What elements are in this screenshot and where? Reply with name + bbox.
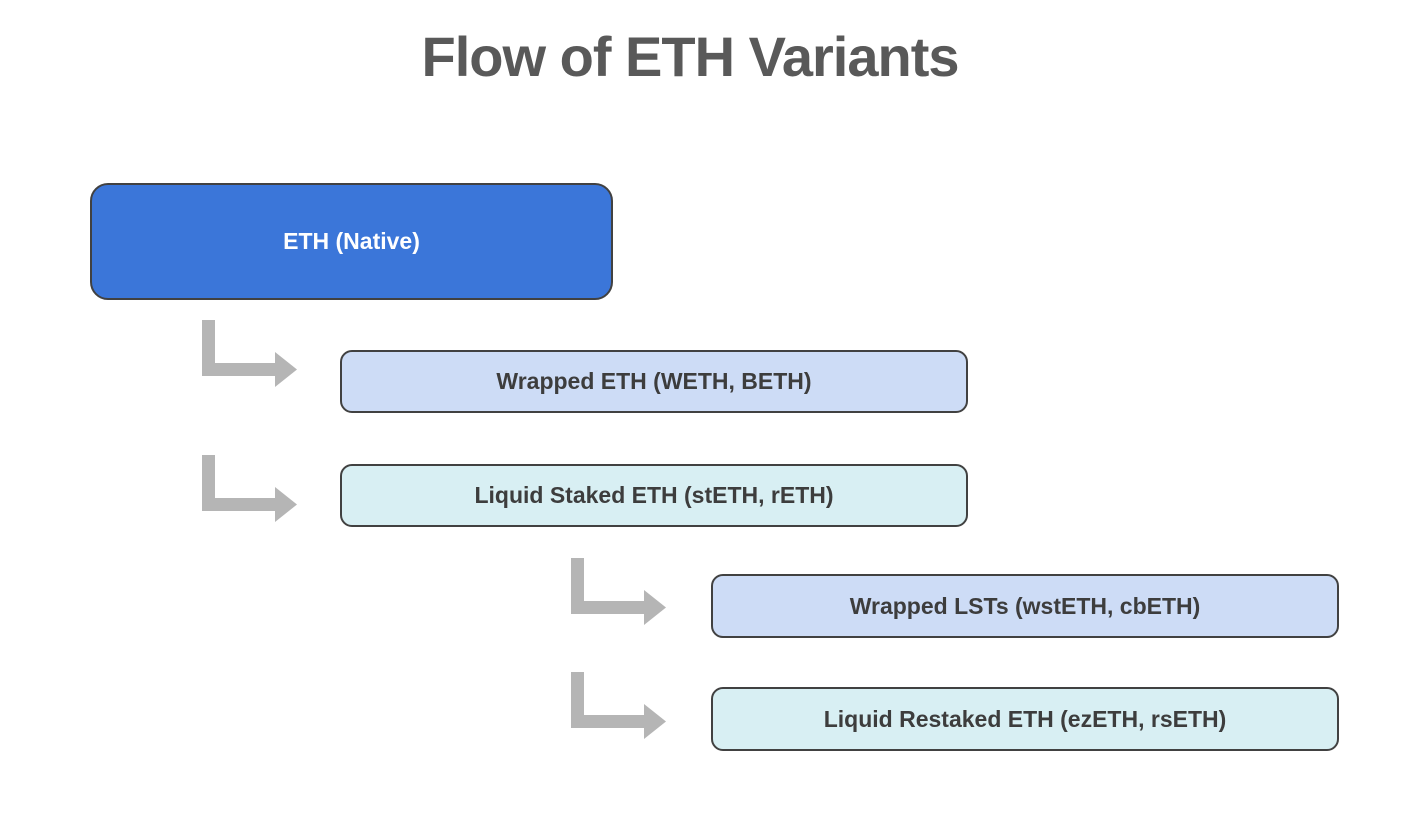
node-label: Liquid Staked ETH (stETH, rETH) [474, 482, 834, 508]
node-liquid-staked-eth: Liquid Staked ETH (stETH, rETH) [340, 464, 968, 527]
node-label: Wrapped LSTs (wstETH, cbETH) [849, 592, 1201, 619]
elbow-arrow-icon [571, 672, 666, 739]
node-eth-native: ETH (Native) [90, 183, 613, 300]
node-wrapped-lsts: Wrapped LSTs (wstETH, cbETH) [711, 574, 1339, 638]
node-wrapped-eth: Wrapped ETH (WETH, BETH) [340, 350, 968, 413]
elbow-arrow-icon [202, 455, 297, 522]
diagram-title: Flow of ETH Variants [421, 25, 960, 88]
node-label: ETH (Native) [283, 228, 420, 254]
elbow-arrow-icon [202, 320, 297, 387]
node-label: Liquid Restaked ETH (ezETH, rsETH) [823, 705, 1227, 732]
elbow-arrow-icon [571, 558, 666, 625]
node-label: Wrapped ETH (WETH, BETH) [496, 368, 812, 394]
node-liquid-restaked-eth: Liquid Restaked ETH (ezETH, rsETH) [711, 687, 1339, 751]
